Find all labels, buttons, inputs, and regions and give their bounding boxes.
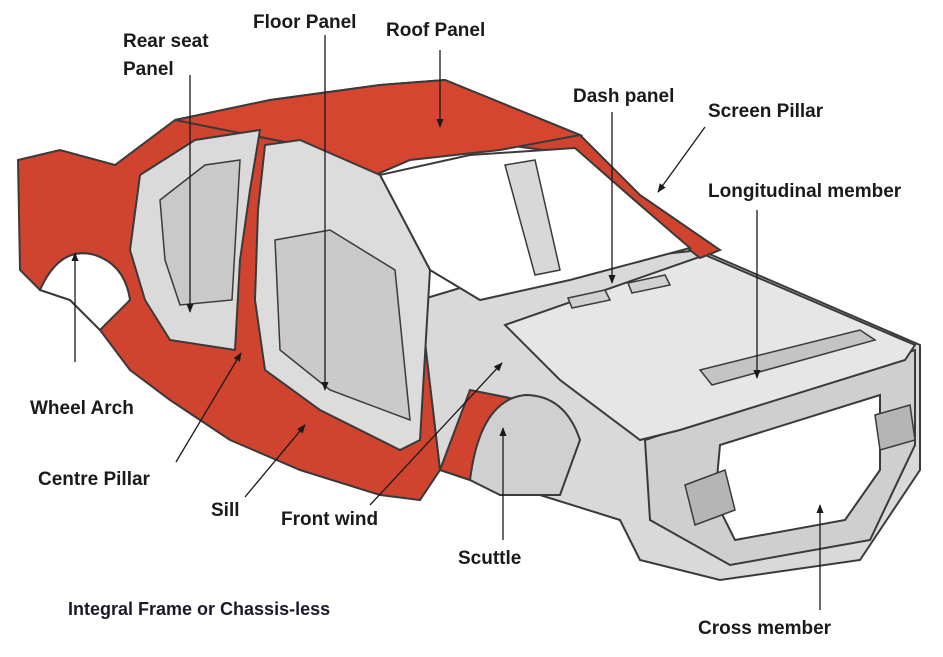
leader-centre-pillar bbox=[175, 352, 242, 463]
left-crash-block bbox=[684, 469, 736, 526]
leader-lines bbox=[71, 35, 824, 610]
inner-pillar bbox=[504, 159, 561, 276]
label-rear-seat-panel-line2: Panel bbox=[123, 59, 174, 80]
right-crash-block bbox=[874, 404, 916, 451]
label-scuttle: Scuttle bbox=[458, 548, 522, 569]
label-floor-panel: Floor Panel bbox=[253, 12, 357, 33]
leader-sill bbox=[244, 424, 306, 498]
front-wheel-arch bbox=[468, 393, 582, 496]
label-cross-member: Cross member bbox=[698, 618, 832, 639]
diagram-caption: Integral Frame or Chassis-less bbox=[68, 599, 331, 619]
label-rear-seat-panel-line1: Rear seat bbox=[123, 31, 209, 52]
label-dash-panel: Dash panel bbox=[573, 86, 675, 107]
dash-vent-left bbox=[566, 289, 612, 309]
label-wheel-arch: Wheel Arch bbox=[30, 398, 134, 419]
car-body-illustration bbox=[16, 78, 921, 582]
label-longitudinal-member: Longitudinal member bbox=[708, 181, 902, 202]
leader-screen-pillar bbox=[657, 126, 706, 193]
label-front-wind: Front wind bbox=[281, 509, 379, 530]
label-centre-pillar: Centre Pillar bbox=[38, 469, 150, 490]
leader-front-wind bbox=[369, 362, 503, 506]
rear-wheel-arch bbox=[38, 252, 132, 332]
dash-vent-right bbox=[626, 274, 672, 294]
label-sill: Sill bbox=[211, 500, 240, 521]
rear-seat-panel bbox=[159, 159, 241, 306]
longitudinal-rail bbox=[698, 329, 877, 386]
label-screen-pillar: Screen Pillar bbox=[708, 101, 824, 122]
label-roof-panel: Roof Panel bbox=[386, 20, 486, 41]
floor-panel bbox=[274, 229, 411, 422]
